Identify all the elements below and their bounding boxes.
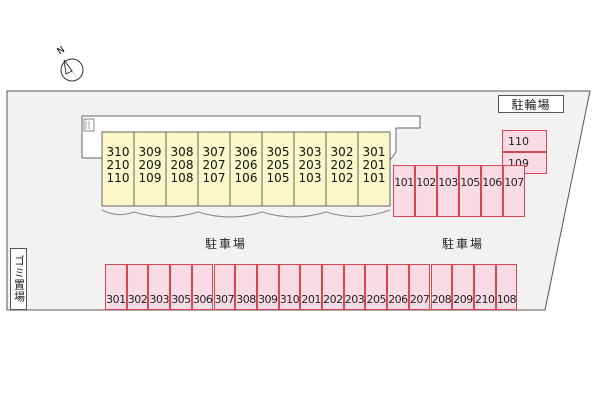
unit-number: 107 — [202, 171, 226, 185]
parking-space: 106 — [481, 165, 503, 217]
parking-space: 305 — [170, 264, 192, 310]
parking-label-right: 駐車場 — [442, 237, 485, 251]
parking-space: 203 — [343, 264, 366, 310]
unit-number: 308 — [170, 145, 194, 159]
parking-space: 209 — [452, 264, 474, 310]
parking-space: 108 — [495, 264, 518, 310]
parking-space: 303 — [148, 264, 171, 310]
unit-number: 203 — [298, 158, 322, 172]
parking-space: 201 — [300, 264, 322, 310]
unit-number: 201 — [362, 158, 386, 172]
bike-parking-label: 駐輪場 — [498, 95, 564, 113]
unit-number: 103 — [298, 171, 322, 185]
bike-space: 110 — [502, 130, 547, 152]
parking-space: 102 — [415, 165, 437, 217]
unit-number: 205 — [266, 158, 290, 172]
unit-number: 303 — [298, 145, 322, 159]
parking-space: 309 — [256, 264, 279, 310]
unit-number: 301 — [362, 145, 386, 159]
parking-space: 202 — [322, 264, 344, 310]
parking-space: 210 — [473, 264, 496, 310]
building-units — [101, 131, 391, 207]
unit-number: 106 — [234, 171, 258, 185]
parking-label-left: 駐車場 — [205, 237, 248, 251]
parking-space: 208 — [430, 264, 453, 310]
parking-space: 306 — [191, 264, 214, 310]
unit-number: 105 — [266, 171, 290, 185]
parking-space: 308 — [235, 264, 257, 310]
unit-number: 302 — [330, 145, 354, 159]
parking-space: 310 — [278, 264, 301, 310]
unit-number: 202 — [330, 158, 354, 172]
unit-number: 102 — [330, 171, 354, 185]
unit-number: 208 — [170, 158, 194, 172]
unit-number: 206 — [234, 158, 258, 172]
unit-number: 210 — [106, 158, 130, 172]
parking-space: 206 — [387, 264, 409, 310]
unit-number: 307 — [202, 145, 226, 159]
parking-space: 207 — [408, 264, 431, 310]
parking-space: 302 — [126, 264, 149, 310]
parking-space: 205 — [365, 264, 388, 310]
unit-number: 209 — [138, 158, 162, 172]
unit-number: 309 — [138, 145, 162, 159]
parking-space: 307 — [213, 264, 236, 310]
parking-space: 301 — [105, 264, 127, 310]
parking-space: 101 — [393, 165, 415, 217]
parking-space: 105 — [459, 165, 481, 217]
unit-number: 310 — [106, 145, 130, 159]
garbage-area-label: ゴミ置場 — [10, 248, 27, 310]
unit-number: 306 — [234, 145, 258, 159]
unit-number: 207 — [202, 158, 226, 172]
parking-space: 103 — [437, 165, 459, 217]
unit-number: 108 — [170, 171, 194, 185]
parking-space: 107 — [503, 165, 525, 217]
unit-number: 305 — [266, 145, 290, 159]
unit-number: 109 — [138, 171, 162, 185]
unit-number: 110 — [106, 171, 130, 185]
unit-number: 101 — [362, 171, 386, 185]
